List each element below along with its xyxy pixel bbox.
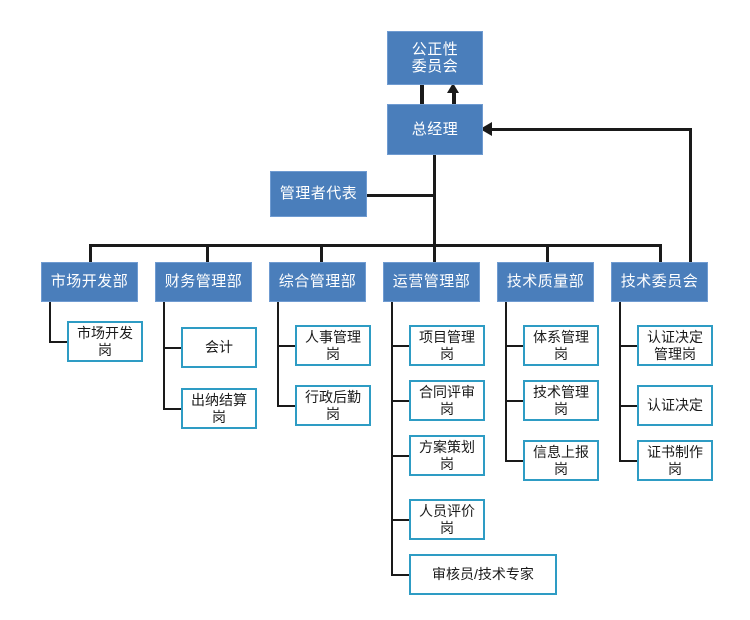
connector-stem-general-admin-1: [277, 345, 295, 347]
connector-stem-market-1: [49, 341, 67, 343]
connector-drop-technical-committee: [659, 244, 662, 264]
connector-department-bus: [89, 244, 662, 247]
node-general-manager[interactable]: 总经理: [387, 104, 483, 155]
connector-stem-operations-5: [391, 574, 409, 576]
node-label: 综合管理部: [278, 273, 357, 291]
connector-spine-finance: [163, 302, 165, 410]
connector-feedback-horizontal: [492, 128, 692, 131]
connector-stem-tq-1: [505, 345, 523, 347]
connector-feedback-vertical: [689, 128, 692, 263]
node-label: 出纳结算 岗: [191, 392, 247, 425]
connector-stem-operations-2: [391, 400, 409, 402]
node-label: 信息上报 岗: [533, 444, 589, 477]
node-post-project-management[interactable]: 项目管理 岗: [409, 325, 485, 366]
node-label: 技术委员会: [620, 273, 699, 291]
node-label: 证书制作 岗: [647, 444, 703, 477]
node-post-hr-management[interactable]: 人事管理 岗: [295, 325, 371, 366]
node-post-accounting[interactable]: 会计: [181, 327, 257, 368]
node-label: 认证决定: [647, 397, 703, 414]
node-management-representative[interactable]: 管理者代表: [270, 171, 367, 217]
connector-committee-gm-stem: [420, 85, 424, 105]
connector-spine-market: [49, 302, 51, 343]
node-department-technical-committee[interactable]: 技术委员会: [611, 262, 708, 302]
connector-gm-to-committee-line: [452, 92, 456, 105]
node-label: 合同评审 岗: [419, 384, 475, 417]
node-post-technical-management[interactable]: 技术管理 岗: [523, 380, 599, 421]
node-label: 体系管理 岗: [533, 329, 589, 362]
node-label: 项目管理 岗: [419, 329, 475, 362]
node-label: 认证决定 管理岗: [647, 329, 703, 362]
connector-management-rep: [367, 194, 436, 197]
connector-stem-operations-1: [391, 345, 409, 347]
connector-stem-operations-4: [391, 519, 409, 521]
connector-spine-operations: [391, 302, 393, 576]
connector-spine-technical-committee: [619, 302, 621, 462]
node-post-personnel-evaluation[interactable]: 人员评价 岗: [409, 499, 485, 540]
arrow-up-icon: [447, 83, 459, 93]
node-department-market-development[interactable]: 市场开发部: [41, 262, 138, 302]
node-post-certificate-production[interactable]: 证书制作 岗: [637, 440, 713, 481]
node-label: 方案策划 岗: [419, 439, 475, 472]
node-label: 市场开发部: [50, 273, 129, 291]
connector-spine-general-admin: [277, 302, 279, 407]
connector-drop-operations: [433, 244, 436, 264]
arrow-left-icon: [480, 122, 492, 136]
connector-drop-finance: [206, 244, 209, 264]
node-department-general-management[interactable]: 综合管理部: [269, 262, 366, 302]
connector-gm-spine: [433, 155, 436, 245]
connector-stem-general-admin-2: [277, 405, 295, 407]
node-label: 总经理: [411, 120, 459, 138]
connector-stem-finance-2: [163, 408, 181, 410]
node-label: 行政后勤 岗: [305, 389, 361, 422]
node-post-system-management[interactable]: 体系管理 岗: [523, 325, 599, 366]
connector-stem-tq-2: [505, 400, 523, 402]
node-label: 财务管理部: [164, 273, 243, 291]
node-department-technical-quality[interactable]: 技术质量部: [497, 262, 594, 302]
node-label: 技术质量部: [506, 273, 585, 291]
node-post-certification-decision[interactable]: 认证决定: [637, 385, 713, 426]
node-label: 会计: [205, 339, 233, 356]
connector-drop-technical-quality: [546, 244, 549, 264]
connector-stem-finance-1: [163, 347, 181, 349]
node-post-contract-review[interactable]: 合同评审 岗: [409, 380, 485, 421]
node-label: 管理者代表: [279, 185, 358, 203]
node-label: 市场开发 岗: [77, 325, 133, 358]
connector-stem-operations-3: [391, 455, 409, 457]
connector-stem-tc-3: [619, 460, 637, 462]
connector-stem-tc-1: [619, 345, 637, 347]
node-department-finance-management[interactable]: 财务管理部: [155, 262, 252, 302]
node-post-certification-decision-management[interactable]: 认证决定 管理岗: [637, 325, 713, 366]
node-label: 人员评价 岗: [419, 503, 475, 536]
node-label: 审核员/技术专家: [432, 566, 534, 583]
node-label: 公正性 委员会: [411, 40, 459, 75]
connector-drop-market: [89, 244, 92, 264]
node-department-operations-management[interactable]: 运营管理部: [383, 262, 480, 302]
node-label: 技术管理 岗: [533, 384, 589, 417]
connector-spine-technical-quality: [505, 302, 507, 462]
node-label: 运营管理部: [392, 273, 471, 291]
node-post-administrative-logistics[interactable]: 行政后勤 岗: [295, 385, 371, 426]
connector-stem-tq-3: [505, 460, 523, 462]
node-post-auditor-technical-expert[interactable]: 审核员/技术专家: [409, 554, 557, 595]
node-label: 人事管理 岗: [305, 329, 361, 362]
connector-stem-tc-2: [619, 405, 637, 407]
node-impartiality-committee[interactable]: 公正性 委员会: [387, 31, 483, 85]
node-post-cashier-settlement[interactable]: 出纳结算 岗: [181, 388, 257, 429]
node-post-scheme-planning[interactable]: 方案策划 岗: [409, 435, 485, 476]
node-post-information-reporting[interactable]: 信息上报 岗: [523, 440, 599, 481]
node-post-market-development[interactable]: 市场开发 岗: [67, 321, 143, 362]
connector-drop-general-admin: [320, 244, 323, 264]
